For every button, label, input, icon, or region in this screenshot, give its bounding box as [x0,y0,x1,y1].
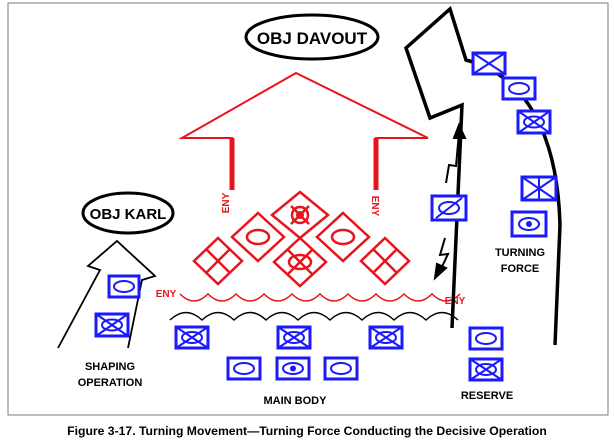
friendly-unit-turning-hq [510,210,548,238]
figure-frame [7,2,609,416]
eny-label-line-right: ENY [445,296,466,307]
friendly-unit-reserve-mech [468,357,504,382]
enemy-forward-line: ENY ENY [156,289,466,307]
enemy-axis-arrow: ENY ENY [178,71,429,217]
friendly-unit-main-armor-2 [323,356,359,381]
main-body-label: MAIN BODY [264,395,328,407]
friendly-unit-main-hq [275,356,311,381]
friendly-unit-main-mech-2 [276,325,312,350]
shaping-label-line1: SHAPING [85,361,135,373]
shaping-label-line2: OPERATION [78,377,143,389]
friendly-unit-shaping-mech [94,312,130,338]
friendly-unit-main-mech-3 [368,325,404,350]
turning-label-line1: TURNING [495,247,545,259]
friendly-unit-recon [430,194,468,222]
turning-label-line2: FORCE [501,263,540,275]
friendly-unit-main-mech-1 [174,325,210,350]
enemy-unit-armor-right [315,211,371,263]
shaping-operation-arrow [57,239,157,349]
contact-arrow-lower [433,237,450,281]
enemy-unit-infantry-right [359,236,411,286]
eny-label-line-left: ENY [156,289,177,300]
objective-davout-label: OBJ DAVOUT [257,29,368,48]
eny-label-right: ENY [369,196,380,217]
unit-labels: SHAPING OPERATION TURNING FORCE MAIN BOD… [78,247,545,407]
enemy-unit-armor-left [230,211,286,263]
enemy-units [192,190,411,288]
friendly-unit-turning-mech [516,109,552,135]
contact-arrow-upper [445,122,467,184]
objective-karl-label: OBJ KARL [90,206,167,223]
eny-label-left: ENY [221,192,232,213]
friendly-forward-line [169,311,459,322]
friendly-unit-shaping-armor [107,274,141,299]
objective-karl: OBJ KARL [81,191,175,235]
reserve-label: RESERVE [461,390,513,402]
friendly-unit-reserve-armor [468,326,504,351]
enemy-unit-hq [270,190,330,240]
enemy-unit-infantry-left [192,236,244,286]
friendly-unit-turning-infantry [471,51,507,76]
friendly-unit-main-armor-1 [226,356,262,381]
enemy-unit-mech-center [272,236,328,288]
friendly-units [94,51,558,382]
friendly-unit-turning-armor [501,76,537,101]
figure-caption: Figure 3-17. Turning Movement—Turning Fo… [67,424,547,438]
friendly-unit-turning-air-cav [520,175,558,202]
objective-davout: OBJ DAVOUT [244,13,380,61]
